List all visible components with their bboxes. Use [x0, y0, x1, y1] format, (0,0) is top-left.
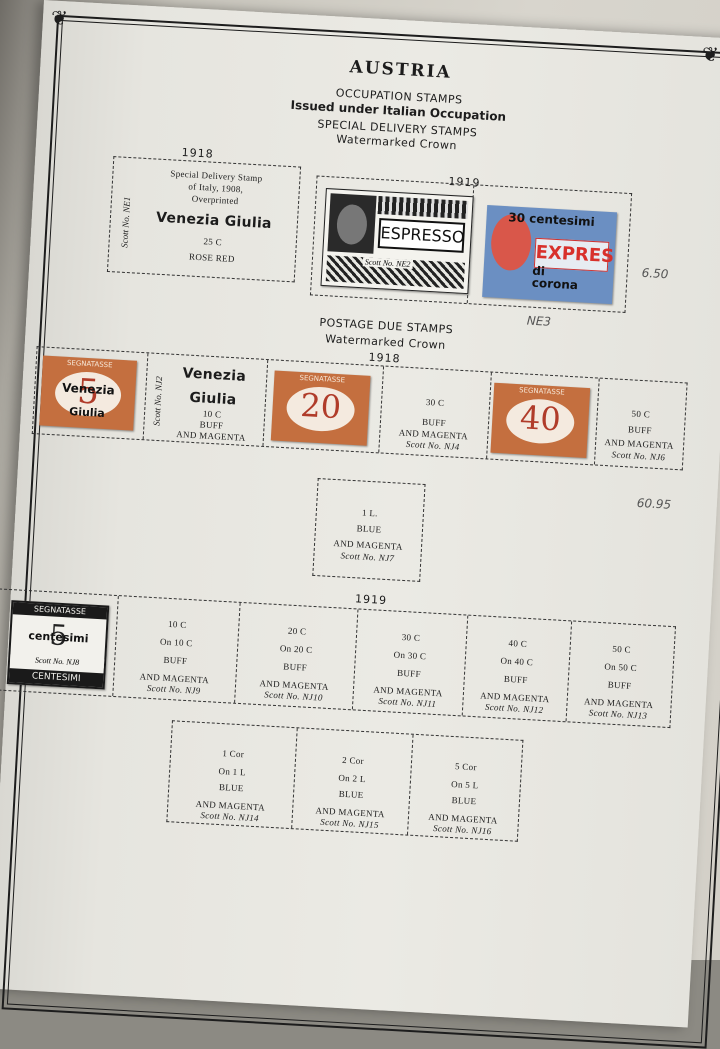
- stamp-value: 5 Cor: [454, 761, 477, 773]
- stamp-value: 40 C: [508, 637, 528, 649]
- corner-ornament-icon: ❦: [50, 7, 69, 31]
- stamp-space-nj6: 50 C BUFF AND MAGENTA Scott No. NJ6: [594, 379, 687, 470]
- pencil-price: 60.95: [636, 495, 672, 512]
- stamp-color: BLUE: [356, 523, 382, 535]
- overprint-text: Venezia: [182, 365, 247, 385]
- stamp-space-nj16: 5 Cor On 5 L BLUE AND MAGENTA Scott No. …: [407, 735, 522, 841]
- pencil-price: 6.50: [641, 265, 669, 282]
- stamp-space-nj9: 10 C On 10 C BUFF AND MAGENTA Scott No. …: [112, 596, 239, 703]
- stamp-label: CENTESIMI: [8, 668, 104, 688]
- stamp-text: ESPRESSO: [377, 218, 466, 253]
- stamp-label: SEGNATASSE: [299, 373, 346, 385]
- stamp-ne3: EXPRES 30 centesimi di corona: [482, 205, 618, 305]
- stamp-space-nj15: 2 Cor On 2 L BLUE AND MAGENTA Scott No. …: [291, 728, 412, 834]
- overprint-text: Venezia Giulia: [155, 209, 273, 233]
- scott-number: Scott No. NJ6: [611, 449, 666, 463]
- stamp-nj5: SEGNATASSE 40: [490, 382, 591, 458]
- pencil-note: NE3: [526, 313, 552, 329]
- surcharge-base: On 50 C: [604, 661, 638, 674]
- stamp-nj8: SEGNATASSE 5 centesimi Scott No. NJ8 CEN…: [6, 600, 110, 690]
- stamp-color: BUFF: [503, 673, 528, 686]
- stamp-ne2: ESPRESSO Scott No. NE2: [320, 188, 474, 295]
- stamp-color: BUFF: [396, 667, 422, 680]
- stamp-label: SEGNATASSE: [66, 358, 113, 370]
- corner-ornament-icon: ❦: [701, 43, 720, 67]
- stamp-space-ne1: Scott No. NE1 Special Delivery Stamp of …: [106, 156, 302, 283]
- stamp-color: ROSE RED: [188, 251, 235, 265]
- stamp-space-nj13: 50 C On 50 C BUFF AND MAGENTA Scott No. …: [566, 621, 675, 727]
- surcharge-base: On 20 C: [279, 643, 313, 655]
- stamp-value: 2 Cor: [341, 754, 365, 767]
- stamp-value: 20 C: [287, 625, 307, 637]
- stamp-nj3: SEGNATASSE 20: [270, 370, 371, 446]
- stamp-value: 20: [299, 385, 343, 427]
- stamp-color: BLUE: [338, 788, 364, 801]
- surcharge-base: On 10 C: [159, 636, 193, 649]
- stamp-space-nj11: 30 C On 30 C BUFF AND MAGENTA Scott No. …: [352, 609, 467, 715]
- stamp-value: 50 C: [612, 643, 632, 655]
- surcharge-base: On 30 C: [393, 649, 427, 662]
- surcharge-base: On 5 L: [450, 778, 479, 791]
- stamp-label: SEGNATASSE: [518, 386, 565, 397]
- surcharge-base: On 40 C: [500, 655, 534, 668]
- surcharge-base: On 1 L: [218, 765, 247, 778]
- surcharge-base: On 2 L: [338, 772, 366, 785]
- stamp-color: BLUE: [218, 782, 244, 794]
- stamp-color: BUFF: [607, 679, 632, 691]
- scott-number: Scott No. NJ8: [9, 654, 105, 669]
- stamp-space-nj7: 1 L. BLUE AND MAGENTA Scott No. NJ7: [312, 478, 426, 582]
- stamp-space-nj2: Scott No. NJ2 Venezia Giulia 10 C BUFF A…: [143, 353, 268, 446]
- stamp-value: 30 C: [425, 396, 445, 408]
- stamp-space-nj14: 1 Cor On 1 L BLUE AND MAGENTA Scott No. …: [167, 721, 296, 828]
- stamp-nj1: SEGNATASSE 5 Venezia Giulia: [39, 355, 138, 431]
- stamp-value: 30 C: [401, 631, 421, 643]
- stamp-row-cor: 1 Cor On 1 L BLUE AND MAGENTA Scott No. …: [166, 720, 524, 842]
- stamp-space-nj4: 30 C BUFF AND MAGENTA Scott No. NJ4: [378, 366, 491, 458]
- stamp-value: 40: [519, 398, 562, 439]
- stamp-space-nj10: 20 C On 20 C BUFF AND MAGENTA Scott No. …: [234, 603, 357, 709]
- stamp-color: BUFF: [283, 661, 308, 673]
- stamp-color: BLUE: [451, 795, 477, 807]
- stamp-value: 1 Cor: [222, 748, 245, 760]
- stamp-value: 1 L.: [361, 507, 378, 519]
- stamp-value: 50 C: [631, 408, 651, 420]
- stamp-color: BUFF: [627, 424, 653, 436]
- stamp-value: 10 C: [167, 618, 187, 630]
- stamp-space-nj12: 40 C On 40 C BUFF AND MAGENTA Scott No. …: [462, 616, 571, 722]
- stamp-color: BUFF: [163, 654, 188, 667]
